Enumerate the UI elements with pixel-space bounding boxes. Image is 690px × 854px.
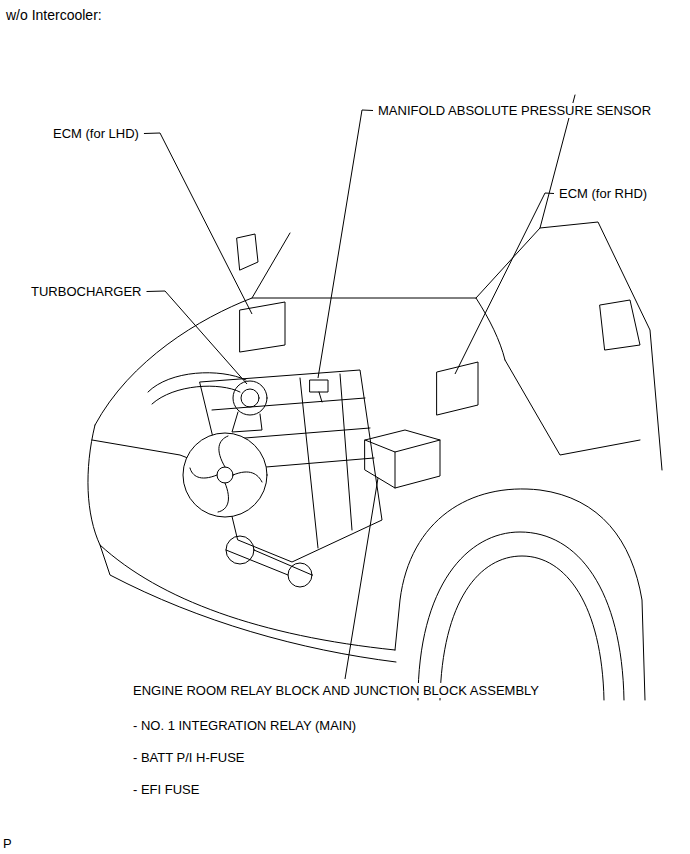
door-line (540, 222, 662, 470)
front-body (88, 425, 395, 650)
tire-inner (440, 556, 604, 700)
drive-belt (226, 550, 312, 575)
relay-block (365, 430, 440, 488)
fan-hub (217, 467, 233, 483)
part-label: - EFI FUSE (132, 782, 200, 797)
turbo-flange (232, 412, 262, 432)
cooling-fan (183, 433, 267, 517)
fender-top (505, 360, 640, 455)
fan-blades (190, 436, 262, 512)
part-label: - BATT P/I H-FUSE (132, 750, 245, 765)
part-label: ECM (for LHD) (52, 126, 140, 141)
leader-line (455, 193, 554, 374)
part-label: ECM (for RHD) (558, 186, 648, 201)
diagram-title: w/o Intercooler: (5, 7, 103, 23)
hood-outline (95, 298, 505, 425)
part-label: ENGINE ROOM RELAY BLOCK AND JUNCTION BLO… (132, 683, 540, 698)
map-sensor (310, 380, 328, 392)
tire (418, 532, 624, 700)
leader-line (345, 478, 378, 679)
part-label: - NO. 1 INTEGRATION RELAY (MAIN) (132, 718, 357, 733)
part-label: MANIFOLD ABSOLUTE PRESSURE SENSOR (377, 103, 652, 118)
intake-pipe (148, 373, 246, 404)
map-sensor-hose (319, 392, 322, 402)
left-mirror (237, 234, 258, 270)
leader-line (144, 133, 252, 314)
turbocharger-inlet (241, 389, 259, 407)
a-pillar (252, 233, 290, 298)
right-mirror (600, 300, 640, 350)
part-label: P (2, 836, 13, 851)
relay-block-edges (365, 440, 440, 488)
part-label: TURBOCHARGER (30, 284, 143, 299)
turbocharger (233, 381, 267, 415)
leader-line (318, 110, 373, 378)
bumper (100, 545, 396, 662)
leader-line (147, 291, 247, 384)
wheel-arch (395, 489, 645, 700)
ecm-lhd (240, 302, 285, 352)
